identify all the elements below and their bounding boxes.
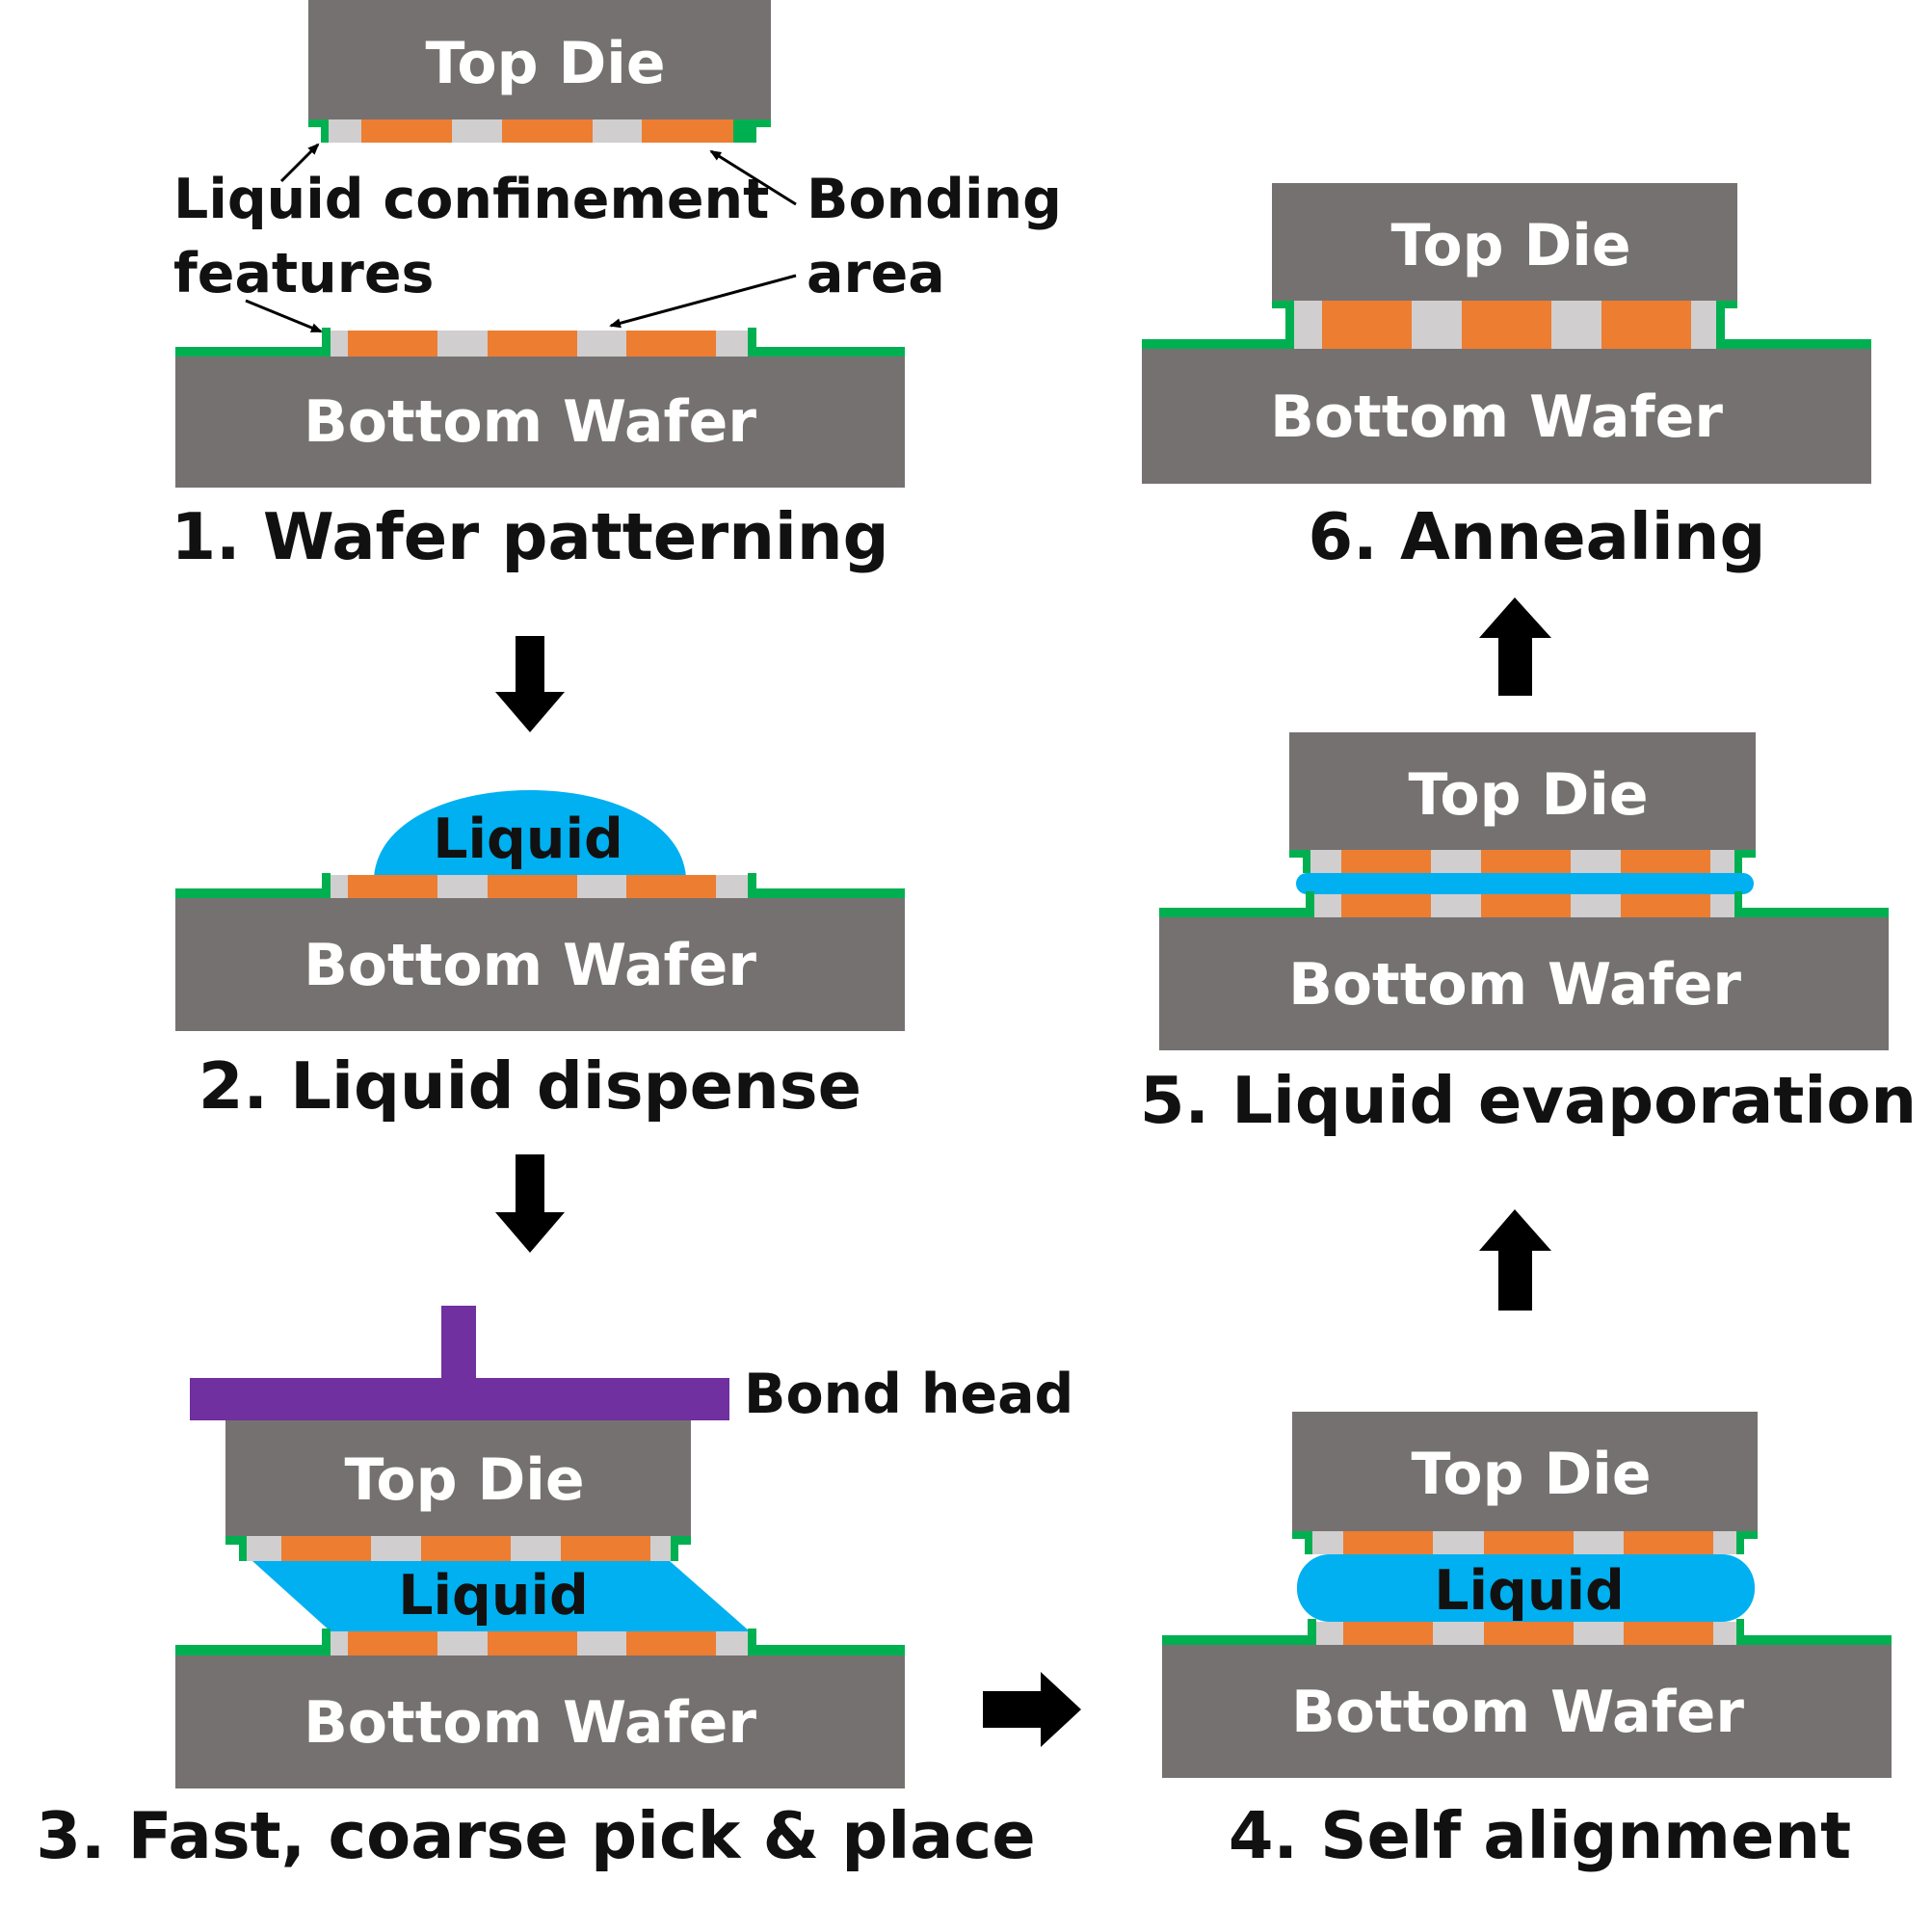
- top-die: [225, 1420, 691, 1536]
- leader-arrow: [709, 149, 797, 206]
- leader-arrow: [245, 299, 323, 333]
- wafer-bonding-layer: [1314, 894, 1734, 917]
- die-confinement-feature: [1734, 850, 1756, 873]
- bottom-wafer: [1162, 1645, 1892, 1778]
- confinement-feature: [1272, 301, 1294, 308]
- bonded-interface: [1294, 301, 1716, 349]
- wafer-bonding-layer: [329, 331, 750, 357]
- liquid-label: Liquid: [398, 1564, 589, 1628]
- bottom-wafer-label: Bottom Wafer: [304, 388, 756, 456]
- step-2-caption: 2. Liquid dispense: [198, 1048, 861, 1124]
- confinement-annotation-line1: Liquid confinement: [173, 168, 769, 231]
- leader-arrow: [609, 274, 797, 329]
- confinement-feature: [1142, 301, 1294, 349]
- step-1-caption: 1. Wafer patterning: [171, 499, 888, 574]
- step-6-caption: 6. Annealing: [1309, 499, 1766, 574]
- wafer-confinement-feature: [748, 873, 905, 898]
- arrow-right-icon: [983, 1672, 1081, 1747]
- top-die: [308, 0, 771, 119]
- bottom-wafer: [175, 898, 905, 1031]
- confinement-feature: [1716, 301, 1871, 349]
- die-confinement-feature: [308, 119, 329, 143]
- arrow-up-icon: [1479, 1209, 1551, 1311]
- step-1-panel: Top Die Bottom Wafer Liquid confinement …: [171, 0, 1062, 574]
- wafer-confinement-feature: [175, 1629, 331, 1655]
- bottom-wafer: [175, 357, 905, 488]
- die-confinement-feature: [1289, 850, 1310, 873]
- top-die-label: Top Die: [344, 1446, 584, 1514]
- wafer-bonding-layer: [329, 1631, 750, 1655]
- bottom-wafer: [1142, 349, 1871, 484]
- bottom-wafer-label: Bottom Wafer: [304, 932, 756, 999]
- liquid-layer: [1297, 1554, 1755, 1622]
- liquid-label: Liquid: [1434, 1559, 1625, 1623]
- step-4-panel: Top Die Liquid Bottom Wafer 4. Self alig…: [1162, 1412, 1892, 1873]
- wafer-confinement-feature: [1734, 891, 1889, 917]
- arrow-down-icon: [495, 636, 565, 732]
- top-die: [1289, 732, 1756, 850]
- wafer-confinement-feature: [1162, 1619, 1316, 1645]
- step-3-caption: 3. Fast, coarse pick & place: [36, 1798, 1035, 1873]
- step-6-panel: Top Die Bottom Wafer 6. Annealing: [1142, 183, 1871, 574]
- leader-arrow: [279, 143, 320, 183]
- wafer-confinement-feature: [1736, 1619, 1892, 1645]
- step-3-panel: Bond head Top Die Liquid Bottom Wafer 3.…: [36, 1306, 1073, 1873]
- bonding-annotation-line1: Bonding: [807, 168, 1062, 231]
- die-bonding-layer: [247, 1536, 671, 1561]
- die-confinement-feature: [671, 1536, 691, 1561]
- die-confinement-feature: [1736, 1531, 1758, 1554]
- arrow-up-icon: [1479, 597, 1551, 696]
- wafer-bonding-layer: [1316, 1622, 1736, 1645]
- die-confinement-feature: [1292, 1531, 1312, 1554]
- bonding-annotation-line2: area: [807, 242, 945, 305]
- confinement-feature: [1716, 301, 1737, 308]
- bottom-wafer-label: Bottom Wafer: [304, 1689, 756, 1757]
- arrow-down-icon: [495, 1154, 565, 1253]
- liquid-droplet: [374, 790, 686, 877]
- step-2-panel: Liquid Bottom Wafer 2. Liquid dispense: [175, 790, 905, 1124]
- die-bonding-layer: [1310, 850, 1734, 873]
- wafer-confinement-feature: [748, 1629, 905, 1655]
- liquid-film: [1296, 873, 1754, 894]
- die-confinement-feature: [225, 1536, 247, 1561]
- top-die-label: Top Die: [1408, 761, 1648, 829]
- top-die: [1292, 1412, 1758, 1531]
- bottom-wafer-label: Bottom Wafer: [1270, 384, 1723, 451]
- die-confinement-feature: [733, 119, 771, 143]
- bottom-wafer-label: Bottom Wafer: [1291, 1679, 1744, 1746]
- step-5-caption: 5. Liquid evaporation: [1140, 1063, 1917, 1138]
- wafer-confinement-feature: [175, 873, 331, 898]
- bond-head-plate: [190, 1378, 729, 1420]
- top-die-label: Top Die: [425, 30, 665, 97]
- liquid-label: Liquid: [433, 808, 623, 871]
- top-die-label: Top Die: [1390, 212, 1630, 279]
- wafer-confinement-feature: [1159, 891, 1314, 917]
- liquid-layer: [252, 1561, 750, 1631]
- bottom-wafer: [1159, 917, 1889, 1050]
- wafer-confinement-feature: [748, 328, 905, 357]
- wafer-confinement-feature: [175, 328, 331, 357]
- bond-head-stem: [441, 1306, 476, 1383]
- step-4-caption: 4. Self alignment: [1229, 1798, 1851, 1873]
- wafer-bonding-layer: [329, 875, 750, 898]
- top-die: [1272, 183, 1737, 301]
- confinement-annotation-line2: features: [173, 242, 434, 305]
- step-5-panel: Top Die Bottom Wafer 5. Liquid evaporati…: [1140, 732, 1917, 1138]
- bond-head-label: Bond head: [744, 1363, 1073, 1426]
- die-bonding-layer: [329, 119, 733, 143]
- top-die-label: Top Die: [1411, 1441, 1651, 1508]
- die-bonding-layer: [1312, 1531, 1736, 1554]
- bottom-wafer-label: Bottom Wafer: [1288, 951, 1741, 1019]
- bottom-wafer: [175, 1655, 905, 1788]
